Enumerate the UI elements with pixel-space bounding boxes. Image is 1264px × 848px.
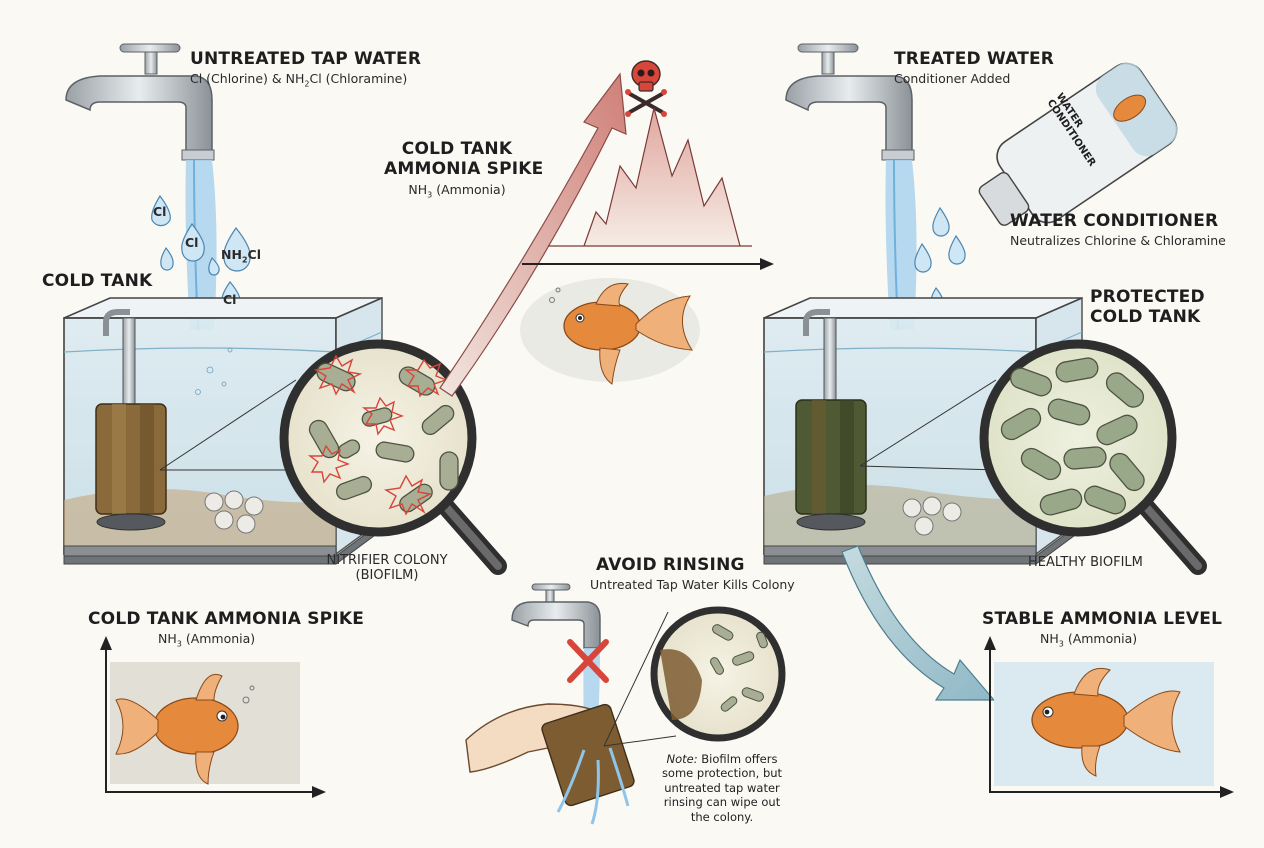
stable-level-arrow xyxy=(841,545,996,701)
ceramic-rings-healthy xyxy=(902,496,962,536)
stressed-goldfish-center xyxy=(520,278,700,385)
treated-water-title: TREATED WATER xyxy=(894,49,1055,69)
untreated-faucet-icon xyxy=(65,43,215,161)
bottom-spike-subtitle: NH3 (Ammonia) xyxy=(158,631,256,649)
magnifier-rinsed-sponge xyxy=(650,606,786,742)
healthy-biofilm-label: HEALTHY BIOFILM xyxy=(1028,555,1143,570)
water-conditioner-title: WATER CONDITIONER xyxy=(1010,211,1219,231)
treated-faucet-icon xyxy=(785,43,915,161)
ceramic-rings-untreated xyxy=(204,490,264,534)
ammonia-spike-mini-chart xyxy=(522,107,774,270)
ammonia-spike-arrow xyxy=(439,72,627,397)
hand-rinsing-sponge xyxy=(465,703,635,825)
stable-ammonia-title: STABLE AMMONIA LEVEL xyxy=(982,609,1223,629)
bottom-spike-title: COLD TANK AMMONIA SPIKE xyxy=(88,609,365,629)
damage-burst-marks xyxy=(307,354,449,516)
drop-label-nh2cl: NH2Cl xyxy=(221,247,261,265)
drop-label-cl-3: Cl xyxy=(223,292,237,307)
drop-label-cl-1: Cl xyxy=(153,204,167,219)
bubbles-left xyxy=(195,347,233,395)
conditioner-drops xyxy=(914,206,966,310)
red-x-icon xyxy=(567,639,609,683)
avoid-rinsing-title: AVOID RINSING xyxy=(596,555,745,575)
cold-tank-label: COLD TANK xyxy=(42,271,153,291)
untreated-tap-water-subtitle: Cl (Chlorine) & NH2Cl (Chloramine) xyxy=(190,71,408,89)
water-conditioner-bottle-icon xyxy=(978,62,1178,226)
water-conditioner-subtitle: Neutralizes Chlorine & Chloramine xyxy=(1010,233,1226,248)
healthy-goldfish-bottom-right xyxy=(1031,668,1181,777)
sponge-filter-untreated xyxy=(95,309,167,531)
skull-crossbones-icon xyxy=(625,60,667,117)
sick-goldfish-bottom-left xyxy=(115,674,255,785)
avoid-rinsing-subtitle: Untreated Tap Water Kills Colony xyxy=(590,577,795,592)
healthy-bacteria xyxy=(1000,357,1145,516)
nitrifier-colony-label: NITRIFIER COLONY(BIOFILM) xyxy=(326,553,448,583)
spike-subtitle: NH3 (Ammonia) xyxy=(408,182,506,200)
treated-water-subtitle: Conditioner Added xyxy=(894,71,1011,86)
rinsing-note: Note: Biofilm offers some protection, bu… xyxy=(661,752,783,824)
damaged-bacteria xyxy=(308,362,459,513)
stable-ammonia-subtitle: NH3 (Ammonia) xyxy=(1040,631,1138,649)
untreated-tap-water-title: UNTREATED TAP WATER xyxy=(190,49,422,69)
drop-label-cl-2: Cl xyxy=(185,235,199,250)
sponge-filter-healthy xyxy=(795,309,867,531)
